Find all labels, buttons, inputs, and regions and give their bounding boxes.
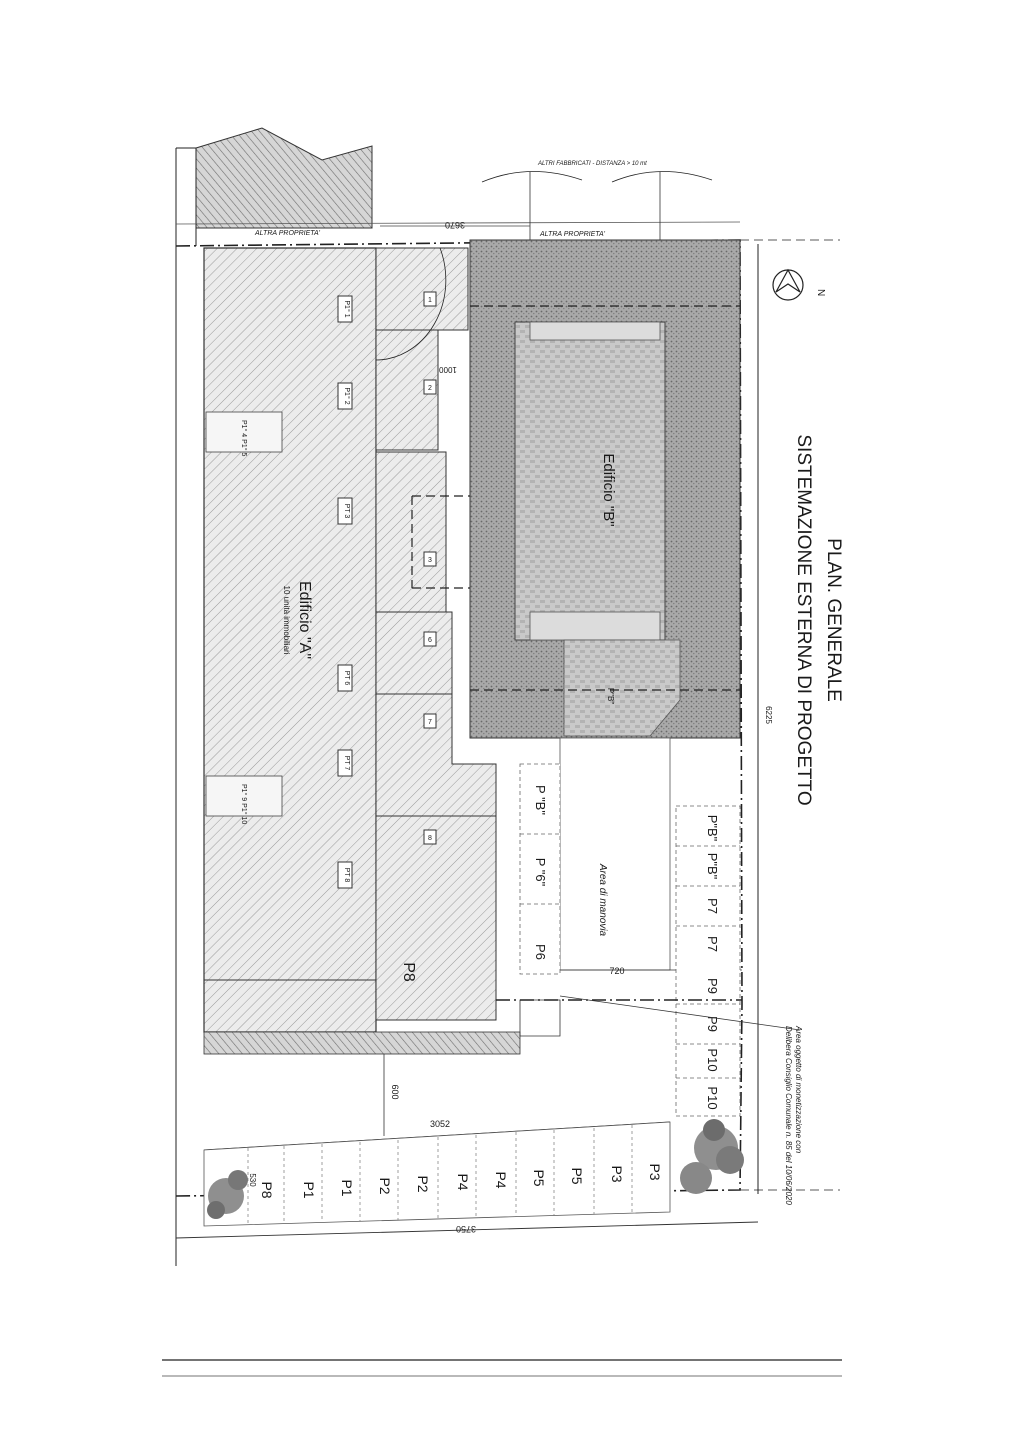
dim-720: 720 [609,966,624,976]
unit-tag-1: P1° 1 [343,300,351,317]
building-b-name: Edificio "B" [600,453,617,526]
parking-right-4: P7 [705,936,720,952]
unit-tag-4: PT 6 [343,671,350,686]
unit-tag-3: PT 3 [343,504,350,519]
building-a-units: 10 unità immobiliari [282,586,291,655]
parking-bottom-10: P3 [609,1165,625,1182]
lot-boundary [175,239,743,1197]
unit-tag-2: P1° 2 [343,387,351,404]
neighbour-building [195,127,373,229]
side-tag-upper: P1° 4 P1° 5 [240,420,248,456]
parking-right-3: P7 [705,898,720,914]
dim-530: 530 [248,1173,257,1187]
tree-icon [207,1170,248,1219]
parking-right-5: P9 [705,978,720,994]
parking-center-column: P "B" P "6" P6 [519,763,561,975]
parking-bottom-1: P8 [259,1181,275,1198]
garage-8: 8 [428,835,432,842]
parking-bottom-6: P4 [455,1173,471,1190]
parking-right-8: P10 [705,1086,720,1109]
unit-tag-5: PT 7 [343,756,350,771]
garage-1: 1 [428,297,432,304]
parking-bottom-11: P3 [647,1163,663,1180]
building-a-name: Edificio "A" [296,581,313,659]
plan-title: PLAN. GENERALE [823,538,844,702]
garage-3: 3 [428,557,432,564]
parking-bottom-9: P5 [569,1167,585,1184]
unit-tag-6: PT 8 [343,868,350,883]
parking-p8-label: P8 [400,962,417,982]
side-tag-lower: P1° 9 P1° 10 [240,784,248,824]
parking-bottom-5: P2 [415,1175,431,1192]
title-block: PLAN. GENERALE SISTEMAZIONE ESTERNA DI P… [793,434,844,805]
parking-right-7: P10 [705,1048,720,1071]
plan-subtitle: SISTEMAZIONE ESTERNA DI PROGETTO [793,434,814,805]
garage-7: 7 [428,719,432,726]
property-label-right: ALTRA PROPRIETA' [539,231,606,238]
parking-bottom-8: P5 [531,1169,547,1186]
dim-3052: 3052 [430,1119,450,1129]
garage-6: 6 [428,637,432,644]
dim-1000: 1000 [439,365,457,374]
tree-icon [680,1119,744,1194]
maneuver-area [559,737,671,971]
dim-6225: 6225 [764,706,773,724]
parking-bottom-3: P1 [339,1179,355,1196]
tag-p-b: P"B" [606,688,615,705]
parking-center-1: P "B" [533,785,548,815]
parking-right-1: P"B" [705,815,720,842]
building-b [514,321,666,641]
parking-center-2: P "6" [533,858,548,887]
parking-center-3: P6 [533,944,548,960]
north-label: N [815,289,826,296]
parking-bottom-row [203,1121,671,1227]
maneuver-area-label: Area di manovia [597,863,608,937]
north-arrow-icon: N [772,268,826,301]
dim-3670: 3670 [445,220,465,230]
dim-600: 600 [390,1084,400,1099]
garage-2: 2 [428,385,432,392]
parking-bottom-2: P1 [301,1181,317,1198]
parking-bottom-7: P4 [493,1171,509,1188]
top-note: ALTRI FABBRICATI - DISTANZA > 10 mt [537,161,647,167]
property-label-left: ALTRA PROPRIETA' [254,230,321,237]
parking-right-column: P"B" P"B" P7 P7 P9 P9 P10 P10 [675,805,741,1117]
dim-3750: 3750 [456,1224,476,1234]
parking-right-6: P9 [705,1016,720,1032]
parking-bottom-4: P2 [377,1177,393,1194]
parking-right-2: P"B" [705,853,720,880]
monetization-note-1: Area oggetto di monetizzazione con [794,1025,803,1154]
monetization-note-2: Delibera Consiglio Comunale n. 85 del 10… [784,1026,793,1205]
